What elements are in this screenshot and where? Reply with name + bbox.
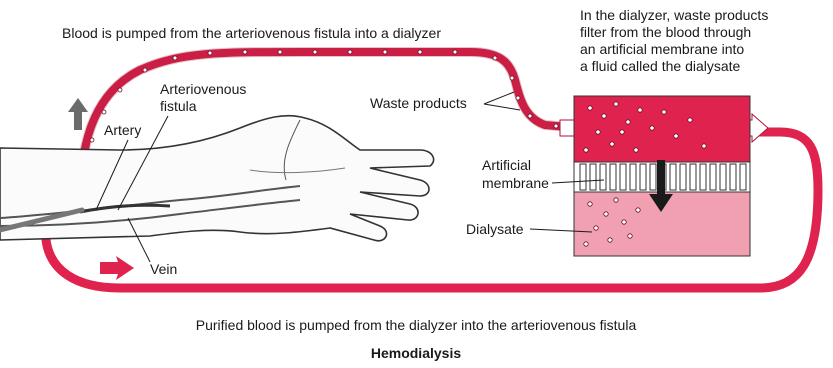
dialyzer-blood-chamber [574, 96, 750, 162]
label-dialysate: Dialysate [466, 221, 524, 237]
dialyzer [574, 96, 750, 256]
top-caption: Blood is pumped from the arteriovenous f… [62, 25, 441, 41]
label-vein: Vein [150, 261, 177, 277]
bottom-caption: Purified blood is pumped from the dialyz… [196, 317, 637, 333]
label-artificial-membrane-line-2: membrane [482, 175, 549, 191]
diagram-title: Hemodialysis [371, 345, 461, 361]
inflow-arrow-icon [100, 256, 134, 280]
forearm-and-hand [0, 116, 434, 241]
label-waste-products: Waste products [370, 95, 467, 111]
label-arteriovenous-line-2: fistula [160, 98, 197, 114]
label-artery: Artery [104, 122, 141, 138]
arm-illustration [0, 116, 434, 241]
outflow-arrow-icon [68, 98, 88, 130]
dialyzer-note-line-1: In the dialyzer, waste products [580, 7, 768, 23]
dialyzer-note-line-3: an artificial membrane into [580, 41, 744, 57]
dialyzer-note: In the dialyzer, waste products filter f… [580, 7, 768, 74]
dialyzer-note-line-2: filter from the blood through [580, 24, 751, 40]
label-arteriovenous-line-1: Arteriovenous [160, 81, 246, 97]
label-artificial-membrane-line-1: Artificial [482, 157, 531, 173]
dialyzer-note-line-4: a fluid called the dialysate [580, 58, 741, 74]
